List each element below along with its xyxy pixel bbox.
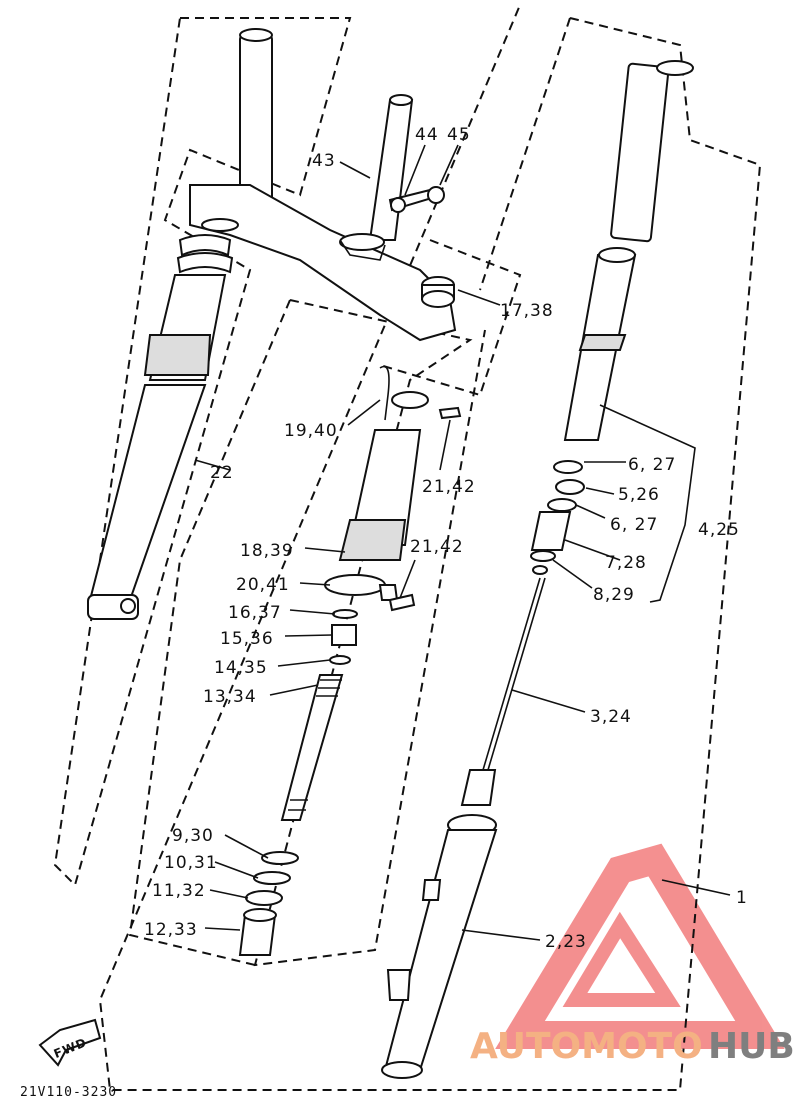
callout-12-33: 12,33 [144,920,198,940]
callout-22: 22 [210,463,234,483]
callout-43: 43 [312,151,336,171]
callout-16-37: 16,37 [228,603,282,623]
callout-11-32: 11,32 [152,881,206,901]
callout-14-35: 14,35 [214,658,268,678]
callout-labels: 43 44 45 17,38 19,40 21,42 21,42 22 18,3… [20,125,748,1100]
callout-6-27-upper: 6, 27 [628,455,676,475]
callout-45: 45 [447,125,471,145]
callout-13-34: 13,34 [203,687,257,707]
dashed-frames [53,4,762,1091]
callout-6-27-lower: 6, 27 [610,515,658,535]
callout-9-30: 9,30 [172,826,214,846]
callout-21-42-lower: 21,42 [410,537,464,557]
callout-20-41: 20,41 [236,575,290,595]
callout-4-25: 4,25 [698,520,740,540]
right-fork-assembly [381,60,694,1079]
callout-15-36: 15,36 [220,629,274,649]
watermark-logo-mark [495,843,785,1049]
callout-8-29: 8,29 [593,585,635,605]
left-fork-assembly [87,28,457,620]
callout-21-42-upper: 21,42 [422,477,476,497]
cap-plug [421,276,455,308]
drawing-code: 21V110-3230 [20,1085,117,1100]
fwd-arrow: FWD [38,1018,102,1067]
callout-1: 1 [736,888,748,908]
callout-17-38: 17,38 [500,301,554,321]
callout-2-23: 2,23 [545,932,587,952]
callout-7-28: 7,28 [605,553,647,573]
pinch-bolt [388,186,445,213]
callout-19-40: 19,40 [284,421,338,441]
watermark-auto-moto: AUTOMOTO [470,1026,703,1067]
steering-stem [339,94,414,261]
leader-lines [194,144,731,941]
callout-44: 44 [415,125,439,145]
watermark-wordmark: AUTOMOTO HUB [470,1026,795,1067]
callout-3-24: 3,24 [590,707,632,727]
callout-5-26: 5,26 [618,485,660,505]
callout-10-31: 10,31 [164,853,218,873]
watermark-hub: HUB [708,1026,795,1067]
callout-18-39: 18,39 [240,541,294,561]
